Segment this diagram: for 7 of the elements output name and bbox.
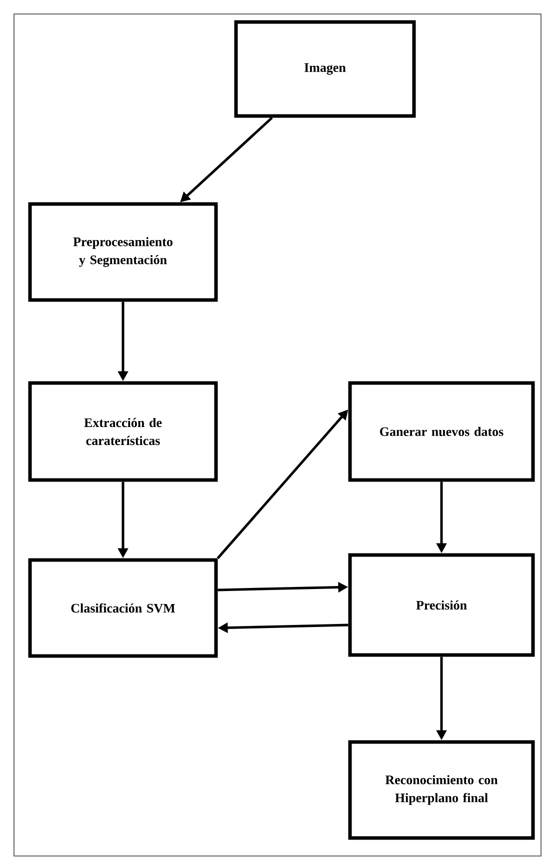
process-box: Clasificación SVM	[28, 558, 218, 658]
process-box: Imagen	[234, 20, 416, 118]
process-box: Precisión	[348, 553, 535, 657]
process-box: Extracción de caraterísticas	[28, 381, 218, 482]
process-box: Ganerar nuevos datos	[348, 381, 535, 482]
process-box: Preprocesamiento y Segmentación	[28, 202, 218, 302]
process-box: Reconocimiento con Hiperplano final	[348, 740, 535, 840]
